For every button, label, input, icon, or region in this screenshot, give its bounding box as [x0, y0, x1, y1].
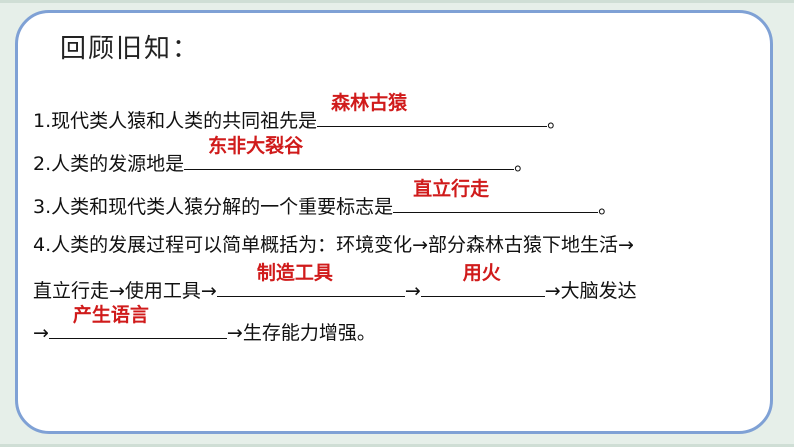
- question-4-line-2: 直立行走→使用工具→ 制造工具 → 用火 →大脑发达: [33, 262, 637, 304]
- question-3-text: 3.人类和现代类人猿分解的一个重要标志是: [33, 196, 394, 218]
- question-4-arrow: →: [404, 280, 421, 302]
- question-2-end: 。: [514, 153, 534, 175]
- content-card: [15, 10, 773, 434]
- question-1-text: 1.现代类人猿和人类的共同祖先是: [33, 110, 318, 132]
- question-4-text-d: →生存能力增强。: [226, 322, 376, 344]
- question-4-answer-3: 产生语言: [72, 304, 149, 326]
- question-4-line-3: → 产生语言 →生存能力增强。: [33, 304, 376, 346]
- slide-title: 回顾旧知：: [60, 34, 201, 64]
- question-4-text-c: →: [33, 322, 49, 344]
- question-2-blank: 东非大裂谷: [184, 135, 515, 170]
- top-stripe: [0, 0, 794, 3]
- question-1: 1.现代类人猿和人类的共同祖先是森林古猿。: [33, 92, 567, 134]
- question-4-blank-3: 产生语言: [48, 304, 227, 339]
- question-3-answer: 直立行走: [413, 178, 490, 200]
- question-4-blank-1: 制造工具: [216, 262, 405, 297]
- question-3-end: 。: [598, 196, 618, 218]
- question-4-answer-2: 用火: [462, 262, 501, 284]
- question-4-answer-1: 制造工具: [256, 262, 333, 284]
- question-4-blank-2: 用火: [420, 262, 545, 297]
- question-3: 3.人类和现代类人猿分解的一个重要标志是直立行走。: [33, 178, 618, 220]
- question-4-text-a: 直立行走→使用工具→: [33, 280, 217, 302]
- question-4-text-b: →大脑发达: [544, 280, 637, 302]
- question-1-end: 。: [547, 110, 567, 132]
- question-1-blank: 森林古猿: [317, 92, 548, 127]
- question-2: 2.人类的发源地是 东非大裂谷。: [33, 135, 534, 177]
- question-2-answer: 东非大裂谷: [208, 135, 304, 157]
- question-2-text: 2.人类的发源地是: [33, 153, 185, 175]
- question-1-answer: 森林古猿: [331, 92, 408, 114]
- question-3-blank: 直立行走: [393, 178, 599, 213]
- bottom-stripe: [0, 444, 794, 447]
- question-4-line-1: 4.人类的发展过程可以简单概括为：环境变化→部分森林古猿下地生活→: [33, 234, 634, 256]
